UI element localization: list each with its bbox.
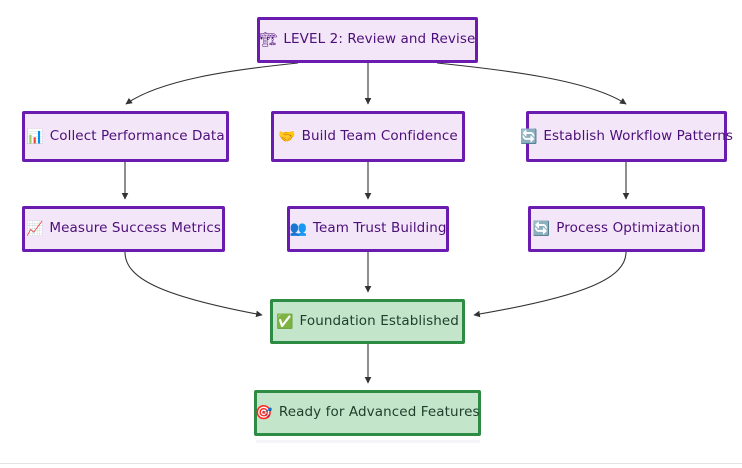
node-label: 🤝 Build Team Confidence	[278, 127, 458, 145]
node-label: 🔄 Process Optimization	[533, 222, 700, 236]
node-foundation-established[interactable]: ✅ Foundation Established	[270, 299, 465, 344]
node-text: Measure Success Metrics	[49, 220, 222, 237]
refresh-arrows-icon: 🔄	[519, 128, 538, 145]
node-text: Collect Performance Data	[49, 127, 225, 144]
node-ready-for-advanced-features[interactable]: 🎯 Ready for Advanced Features	[254, 390, 481, 436]
node-label: 📊 Collect Performance Data	[26, 127, 225, 145]
node-label: ✅ Foundation Established	[276, 312, 459, 330]
bar-chart-icon: 📊	[26, 128, 44, 145]
node-text: Ready for Advanced Features	[278, 404, 480, 421]
node-text: Process Optimization	[556, 220, 701, 237]
node-label: 🏗 LEVEL 2: Review and Revise	[260, 33, 476, 47]
people-silhouette-icon: 👥	[289, 221, 307, 237]
construction-crane-icon: 🏗	[259, 32, 278, 48]
node-text: Build Team Confidence	[301, 127, 458, 144]
node-build-team-confidence[interactable]: 🤝 Build Team Confidence	[271, 111, 465, 162]
canvas-shadow	[256, 440, 480, 443]
node-label: 👥 Team Trust Building	[289, 222, 446, 236]
bullseye-dart-icon: 🎯	[255, 405, 273, 421]
node-text: Foundation Established	[299, 312, 459, 329]
node-collect-performance-data[interactable]: 📊 Collect Performance Data	[22, 111, 229, 162]
node-label: 📈 Measure Success Metrics	[26, 222, 221, 236]
node-text: Establish Workflow Patterns	[543, 127, 734, 144]
edge-level2-to-workflow	[436, 62, 627, 105]
node-process-optimization[interactable]: 🔄 Process Optimization	[528, 206, 705, 252]
node-measure-success-metrics[interactable]: 📈 Measure Success Metrics	[22, 206, 225, 252]
node-label: 🔄 Establish Workflow Patterns	[519, 127, 734, 145]
node-label: 🎯 Ready for Advanced Features	[255, 406, 479, 420]
check-mark-button-icon: ✅	[276, 313, 294, 330]
bottom-divider	[0, 463, 742, 464]
node-text: LEVEL 2: Review and Revise	[283, 31, 476, 48]
refresh-arrows-icon: 🔄	[532, 221, 551, 237]
edge-level2-to-collect	[125, 62, 299, 105]
node-establish-workflow-patterns[interactable]: 🔄 Establish Workflow Patterns	[520, 111, 733, 162]
edge-metrics-to-foundation	[124, 251, 263, 318]
handshake-icon: 🤝	[278, 128, 296, 145]
node-text: Team Trust Building	[312, 220, 447, 237]
node-team-trust-building[interactable]: 👥 Team Trust Building	[287, 206, 449, 252]
node-level-2-review-and-revise[interactable]: 🏗 LEVEL 2: Review and Revise	[257, 17, 478, 63]
edge-process-to-foundation	[473, 251, 627, 318]
chart-increasing-icon: 📈	[25, 221, 44, 237]
